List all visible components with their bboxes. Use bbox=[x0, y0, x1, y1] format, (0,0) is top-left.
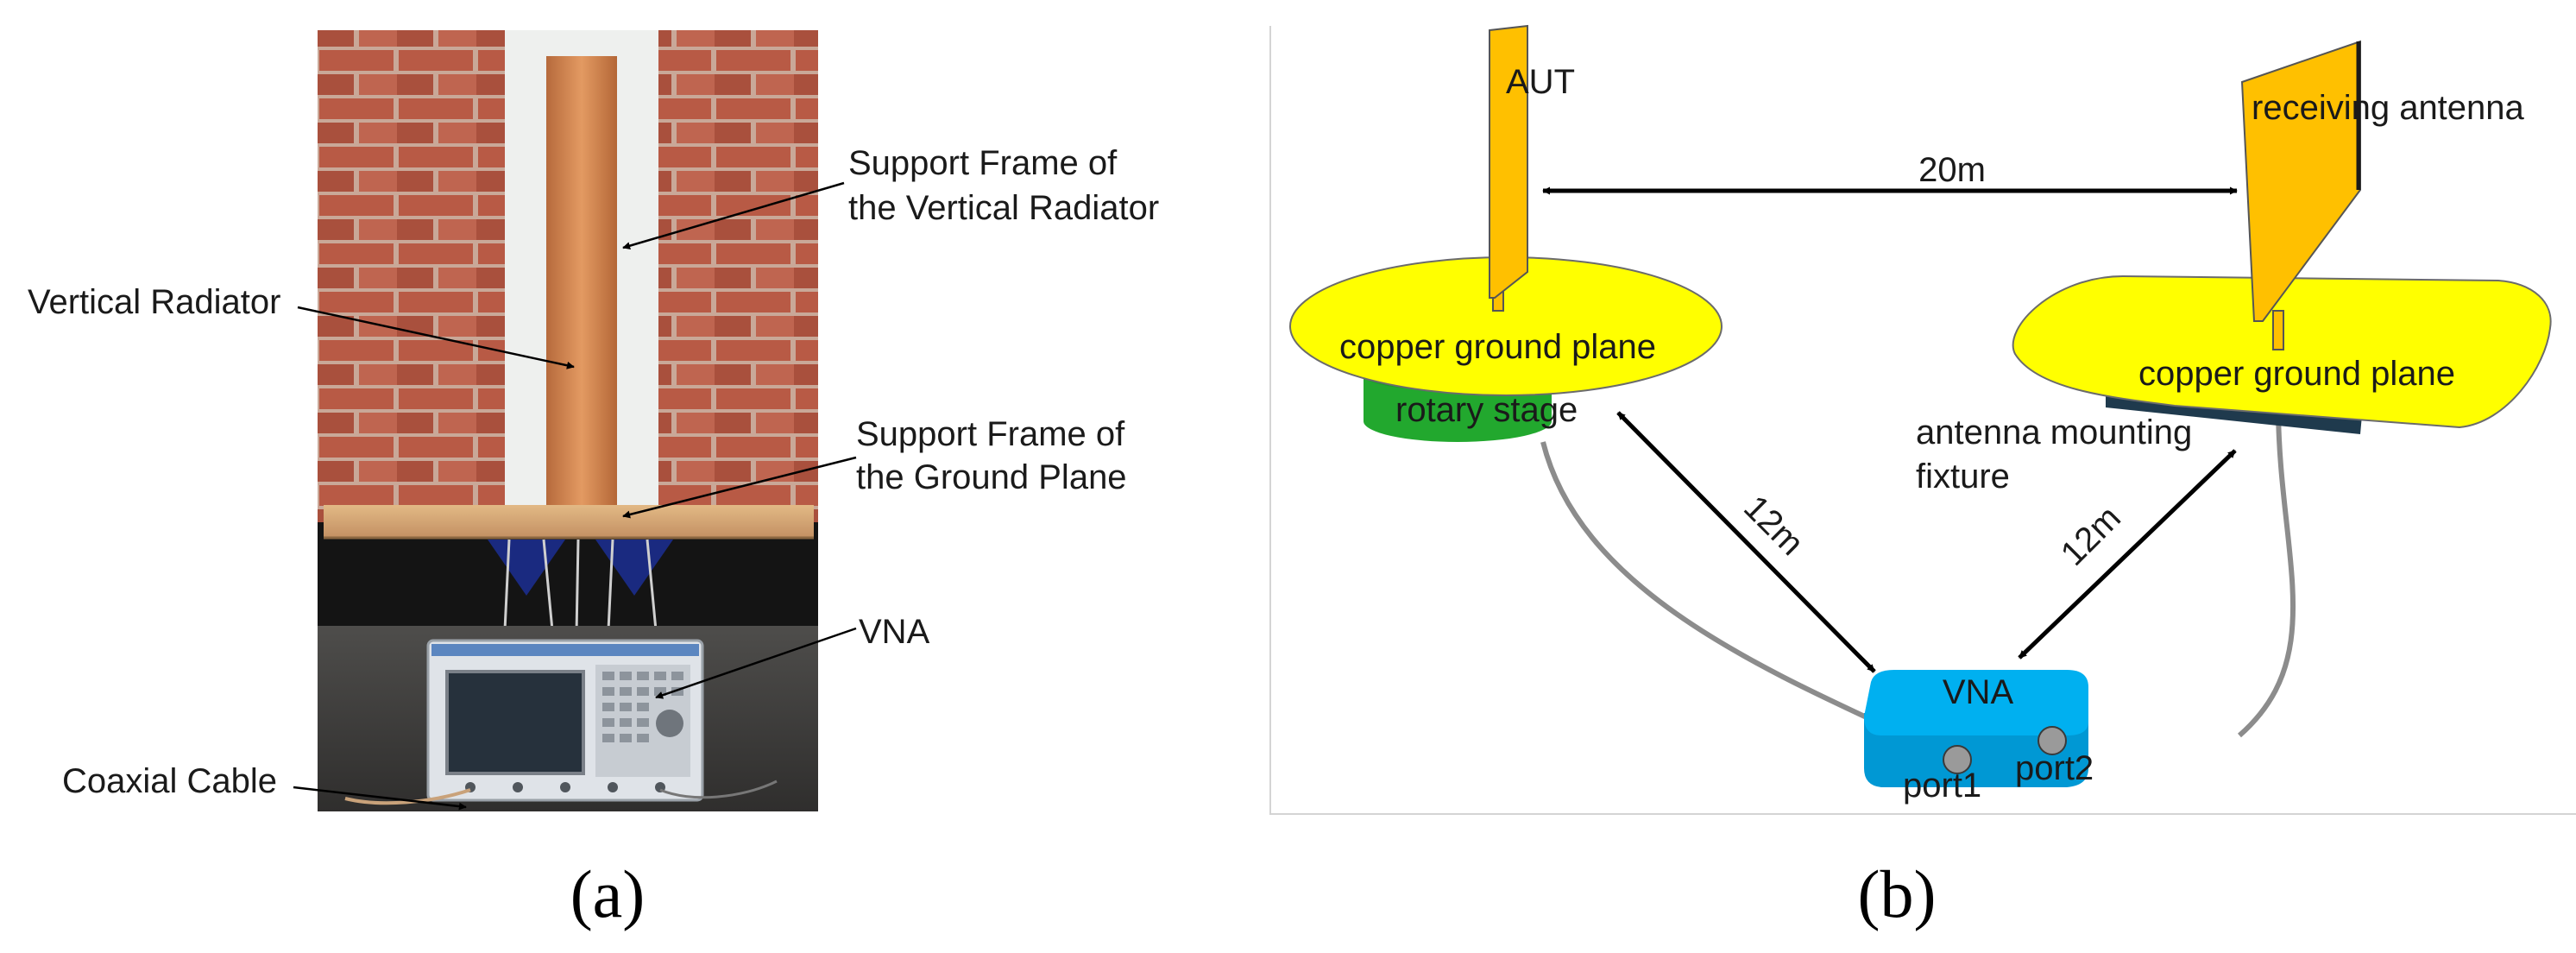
label-right-ground-plane: copper ground plane bbox=[2138, 355, 2455, 393]
aut-antenna bbox=[1489, 24, 1528, 312]
label-port2: port2 bbox=[2015, 749, 2094, 787]
label-support-frame-ground-1: Support Frame of bbox=[856, 415, 1125, 453]
label-support-frame-vertical-2: the Vertical Radiator bbox=[848, 189, 1159, 227]
vertical-radiator bbox=[546, 56, 617, 514]
schematic-panel bbox=[1269, 24, 2576, 815]
port2-connector bbox=[2037, 726, 2067, 755]
label-vertical-radiator: Vertical Radiator bbox=[28, 283, 280, 321]
label-rotary-stage: rotary stage bbox=[1395, 391, 1578, 429]
coaxial-cable-photo bbox=[344, 788, 471, 805]
photo-leader-lines bbox=[293, 181, 857, 811]
black-base bbox=[318, 522, 818, 634]
label-mounting-fixture-1: antenna mounting bbox=[1916, 413, 2192, 451]
label-support-frame-ground-2: the Ground Plane bbox=[856, 458, 1127, 496]
right-ground-plane bbox=[2012, 275, 2552, 429]
vna-box bbox=[1864, 670, 2088, 787]
arrow-12m-right bbox=[2018, 449, 2237, 660]
arrow-12m-left bbox=[1616, 411, 1876, 673]
label-aut: AUT bbox=[1506, 63, 1575, 101]
label-vna-photo: VNA bbox=[859, 613, 930, 651]
label-coaxial-cable: Coaxial Cable bbox=[62, 762, 277, 800]
label-left-ground-plane: copper ground plane bbox=[1339, 328, 1656, 366]
ground-plane-board bbox=[324, 505, 814, 538]
vna-instrument bbox=[426, 639, 704, 802]
cable-right bbox=[2238, 405, 2296, 738]
distance-arrows bbox=[1542, 186, 2238, 673]
label-receiving-antenna: receiving antenna bbox=[2252, 89, 2525, 127]
label-mounting-fixture-2: fixture bbox=[1916, 458, 2010, 495]
label-port1: port1 bbox=[1903, 767, 1981, 805]
port1-connector bbox=[1943, 745, 1972, 774]
label-vna-diagram: VNA bbox=[1943, 673, 2014, 711]
caption-a: (a) bbox=[570, 856, 646, 931]
absorber-right bbox=[595, 540, 673, 596]
label-12m-left: 12m bbox=[1736, 489, 1811, 563]
receiving-antenna bbox=[2240, 40, 2361, 350]
caption-b: (b) bbox=[1858, 856, 1937, 931]
photo-labels: Support Frame of the Vertical Radiator V… bbox=[28, 144, 1159, 800]
label-20m: 20m bbox=[1918, 151, 1986, 189]
support-legs bbox=[503, 539, 658, 635]
photo-panel bbox=[318, 30, 818, 811]
label-support-frame-vertical-1: Support Frame of bbox=[848, 144, 1118, 182]
